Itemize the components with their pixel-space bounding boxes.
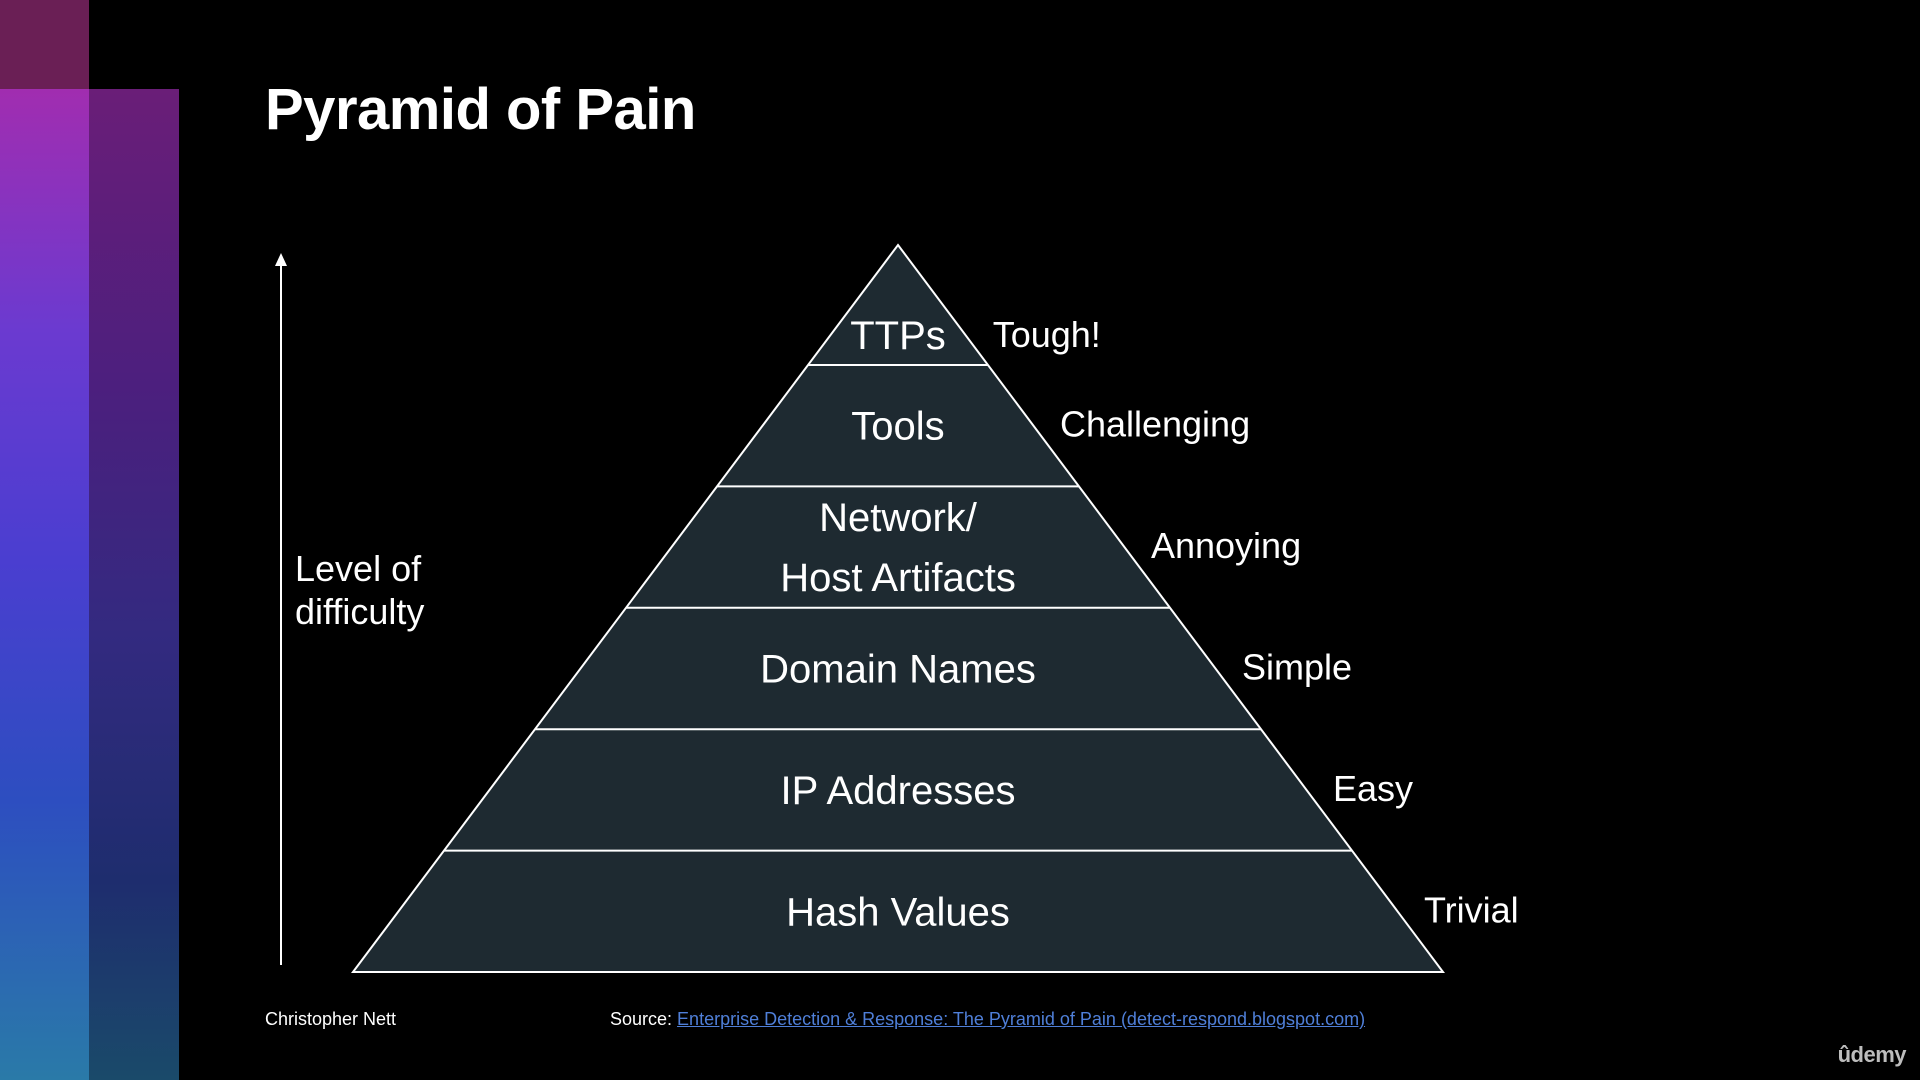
source-link[interactable]: Enterprise Detection & Response: The Pyr… <box>677 1009 1366 1029</box>
pyramid-layer-label: Hash Values <box>786 890 1010 934</box>
difficulty-rating-label: Challenging <box>1060 404 1250 445</box>
difficulty-rating-label: Annoying <box>1151 525 1301 566</box>
pyramid-layer-label: Domain Names <box>760 648 1036 692</box>
accent-bar-top <box>0 0 89 89</box>
accent-bar-right <box>89 89 179 1080</box>
difficulty-rating-label: Easy <box>1333 768 1413 809</box>
pyramid-layer-label: Host Artifacts <box>780 556 1016 600</box>
difficulty-label-line: Level of <box>295 548 422 589</box>
pyramid-layer-label: TTPs <box>850 314 946 358</box>
pyramid-layer-label: IP Addresses <box>781 769 1016 813</box>
slide-title: Pyramid of Pain <box>265 77 696 142</box>
pyramid-layer-label: Tools <box>851 405 944 449</box>
difficulty-label-line: difficulty <box>295 591 425 632</box>
source-prefix: Source: <box>610 1009 678 1029</box>
footer-source: Source: Enterprise Detection & Response:… <box>610 1009 1365 1030</box>
footer-author: Christopher Nett <box>265 1009 397 1029</box>
accent-bar-left <box>0 0 89 1080</box>
difficulty-rating-label: Tough! <box>993 314 1101 355</box>
udemy-logo: ûdemy <box>1837 1042 1907 1067</box>
difficulty-rating-label: Simple <box>1242 647 1352 688</box>
difficulty-rating-label: Trivial <box>1424 889 1519 930</box>
difficulty-axis-label: Level of difficulty <box>295 547 424 633</box>
arrow-up-icon <box>275 253 287 266</box>
pyramid-layer-label: Network/ <box>819 496 978 540</box>
